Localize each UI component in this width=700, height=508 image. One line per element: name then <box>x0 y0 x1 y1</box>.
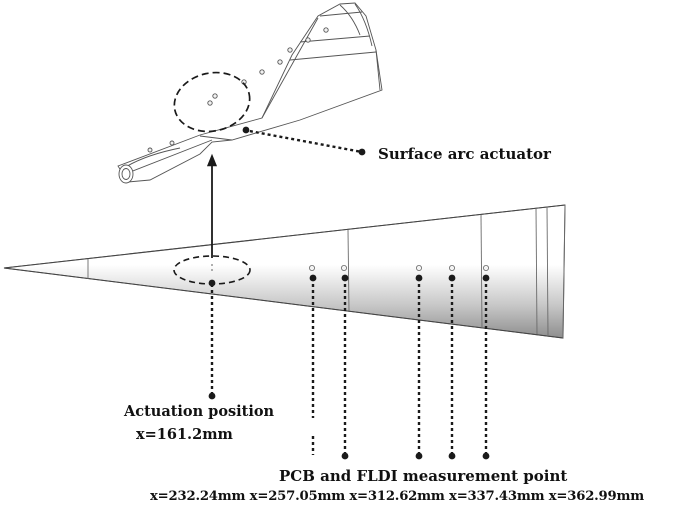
model-3d-outline <box>117 2 383 183</box>
cone-model <box>3 204 566 339</box>
sensor-ports <box>308 264 489 271</box>
measurement-positions-label: x=232.24mm x=257.05mm x=312.62mm x=337.4… <box>150 489 645 504</box>
sensor-port-1 <box>308 264 315 271</box>
actuator-dots <box>211 264 213 271</box>
leader-lines <box>206 128 488 455</box>
leader-dots <box>208 126 490 460</box>
surface-arc-actuator-label: Surface arc actuator <box>378 145 551 163</box>
actuator-highlight-ellipse-3d <box>173 71 251 133</box>
model-3d-view <box>117 2 383 184</box>
sensor-port-3 <box>415 264 422 271</box>
measurement-point-label: PCB and FLDI measurement point <box>279 467 568 485</box>
cone-section-lines <box>87 204 566 339</box>
actuation-position-label: Actuation position <box>124 403 275 420</box>
actuation-position-value: x=161.2mm <box>136 426 233 443</box>
sensor-port-4 <box>448 264 455 271</box>
sensor-port-5 <box>482 264 489 271</box>
sensor-port-2 <box>340 264 347 271</box>
